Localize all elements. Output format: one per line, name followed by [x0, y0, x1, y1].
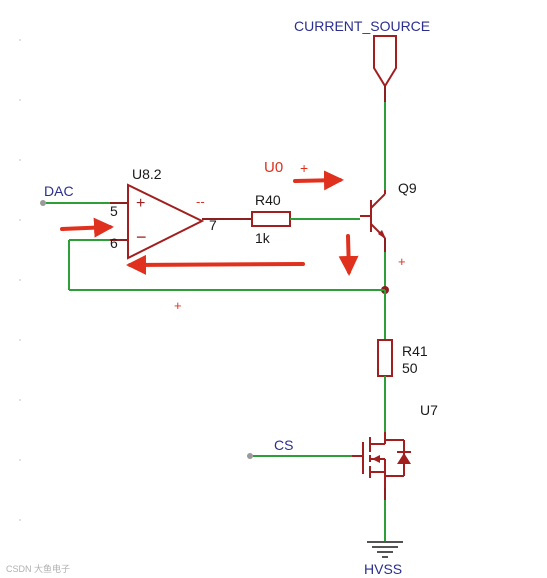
resistor-r40 [251, 211, 291, 227]
cs-terminal [247, 453, 253, 459]
net-label-dac: DAC [44, 183, 74, 199]
r40-value-label: 1k [255, 230, 271, 246]
u0-plus: + [300, 160, 308, 176]
net-label-current-source: CURRENT_SOURCE [294, 18, 430, 34]
opamp-ref-label: U8.2 [132, 166, 162, 182]
mosfet-u7 [352, 432, 411, 488]
watermark: CSDN 大鱼电子 [6, 563, 70, 574]
opamp-minus-sign: − [136, 227, 147, 247]
current-source-port [373, 35, 397, 102]
opamp-out-mark: -- [196, 194, 205, 209]
r40-ref-label: R40 [255, 192, 281, 208]
plus-right: + [398, 254, 406, 269]
u7-ref-label: U7 [420, 402, 438, 418]
transistor-q9 [360, 190, 386, 239]
net-label-hvss: HVSS [364, 561, 402, 577]
r41-ref-label: R41 [402, 343, 428, 359]
opamp-pin-5: 5 [110, 203, 118, 219]
q9-ref-label: Q9 [398, 180, 417, 196]
grid-dots [19, 39, 21, 521]
r41-value-label: 50 [402, 360, 418, 376]
annotation-arrows [60, 170, 359, 276]
resistor-r41 [377, 339, 393, 377]
opamp-pin-7: 7 [209, 217, 217, 233]
dac-terminal [40, 200, 46, 206]
ground-icon [367, 541, 403, 558]
u0-label: U0 [264, 159, 283, 176]
opamp-pin-6: 6 [110, 235, 118, 251]
net-label-cs: CS [274, 437, 293, 453]
plus-bottom: + [174, 298, 182, 313]
opamp-plus-sign: + [136, 195, 145, 212]
wire-feedback [68, 239, 385, 291]
opamp-u8-2 [127, 183, 205, 260]
